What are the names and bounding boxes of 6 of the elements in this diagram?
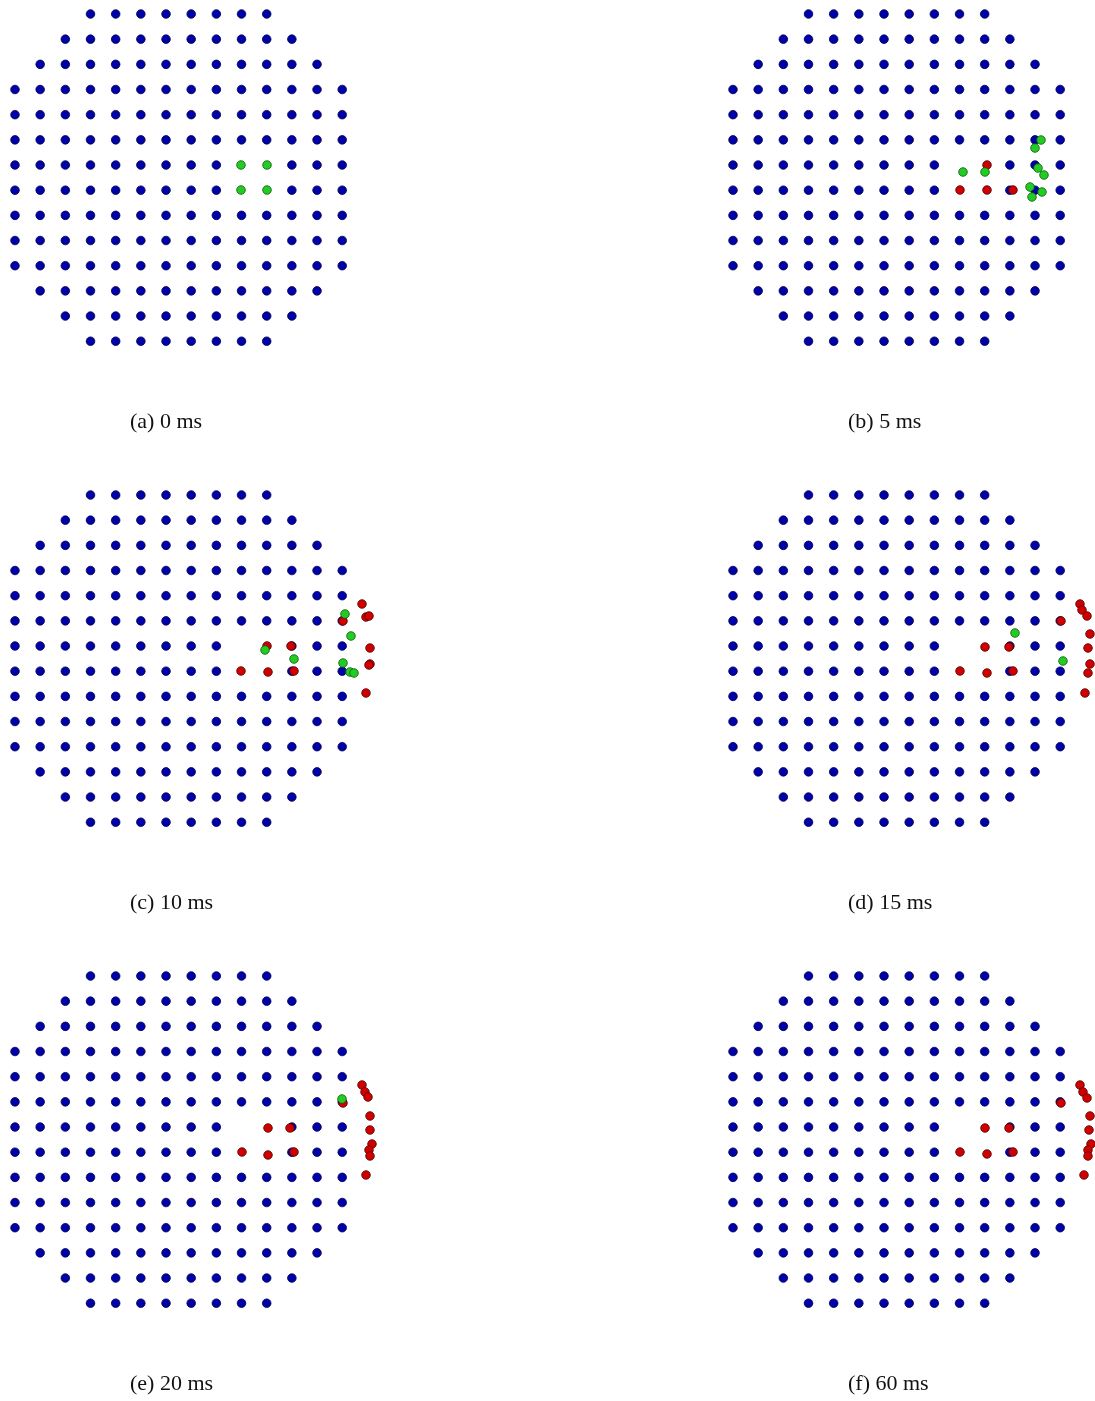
panel-caption: (d) 15 ms — [848, 889, 933, 915]
panel-caption: (b) 5 ms — [848, 408, 922, 434]
panel-caption: (a) 0 ms — [130, 408, 203, 434]
panel-caption: (f) 60 ms — [848, 1370, 929, 1396]
panel-caption: (e) 20 ms — [130, 1370, 214, 1396]
panel-caption: (c) 10 ms — [130, 889, 214, 915]
